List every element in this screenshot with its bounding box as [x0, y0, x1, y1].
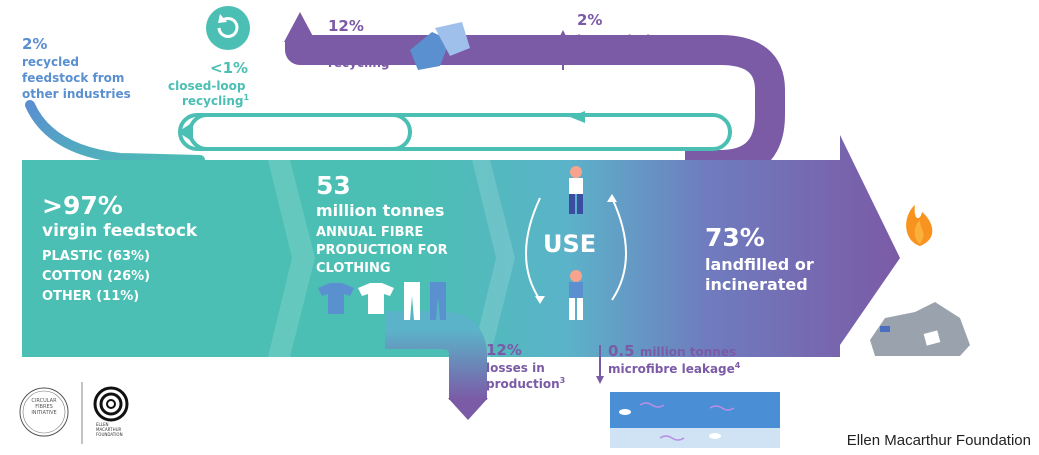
virgin-label: virgin feedstock — [42, 221, 198, 241]
recycled-feedstock-value: 2% — [22, 35, 48, 53]
recycled-feedstock-curve — [25, 100, 205, 165]
clothing-icons — [318, 282, 446, 320]
collection-losses-value: 2% — [577, 11, 603, 29]
microfibre-unit: million tonnes — [639, 345, 737, 359]
production-losses-label-2: production3 — [486, 376, 566, 391]
production-loss-flow — [385, 311, 487, 400]
fire-icon — [906, 205, 933, 246]
emf-logo — [93, 386, 129, 422]
end-of-life-label-1: landfilled or — [705, 255, 814, 274]
virgin-item-other: OTHER (11%) — [42, 289, 140, 304]
production-losses-label-1: losses in — [486, 361, 545, 375]
recycled-feedstock-label-1: recycled — [22, 55, 79, 69]
cascaded-value: 12% — [328, 17, 364, 35]
landfill-icon — [870, 302, 970, 356]
production-value: 53 — [316, 171, 351, 200]
closed-loop-label-2: recycling1 — [182, 93, 250, 108]
virgin-value: >97% — [42, 191, 123, 220]
production-label-3: CLOTHING — [316, 261, 391, 276]
cascaded-label-1: cascaded — [328, 39, 391, 53]
cascaded-clothing-icon — [410, 22, 470, 70]
end-of-life-value: 73% — [705, 223, 765, 252]
cascaded-label-2: recycling2 — [328, 55, 396, 70]
cfi-logo-text: CIRCULAR FIBRES INITIATIVE — [31, 398, 57, 416]
collection-losses-label-2: collection and processing — [577, 49, 750, 63]
virgin-item-plastic: PLASTIC (63%) — [42, 249, 151, 264]
microfibre-value: 0.5 — [608, 342, 635, 360]
microfibre-value-row: 0.5 million tonnes — [608, 343, 736, 360]
production-label-2: PRODUCTION FOR — [316, 243, 448, 258]
production-loss-arrowhead — [448, 398, 488, 420]
closed-loop-label-1: closed-loop — [168, 79, 246, 93]
credit-text: Ellen Macarthur Foundation — [846, 432, 1031, 449]
collection-losses-label-1: losses during — [577, 33, 668, 47]
recycled-feedstock-label-3: other industries — [22, 87, 131, 101]
cascade-arrowhead — [284, 12, 316, 42]
production-losses-value: 12% — [486, 341, 522, 359]
production-unit: million tonnes — [316, 201, 445, 220]
closed-loop-band — [178, 113, 732, 151]
closed-loop-value: <1% — [210, 59, 249, 77]
recycled-feedstock-label-2: feedstock from — [22, 71, 125, 85]
main-flow-band — [22, 135, 900, 357]
cfi-logo — [19, 387, 69, 437]
end-of-life-label-2: incinerated — [705, 275, 808, 294]
use-label: USE — [543, 230, 597, 258]
virgin-item-cotton: COTTON (26%) — [42, 269, 151, 284]
use-cycle-icon — [525, 166, 627, 320]
closed-loop-recycle-icon — [206, 6, 250, 50]
production-label-1: ANNUAL FIBRE — [316, 225, 424, 240]
microfibre-label: microfibre leakage4 — [608, 361, 741, 376]
